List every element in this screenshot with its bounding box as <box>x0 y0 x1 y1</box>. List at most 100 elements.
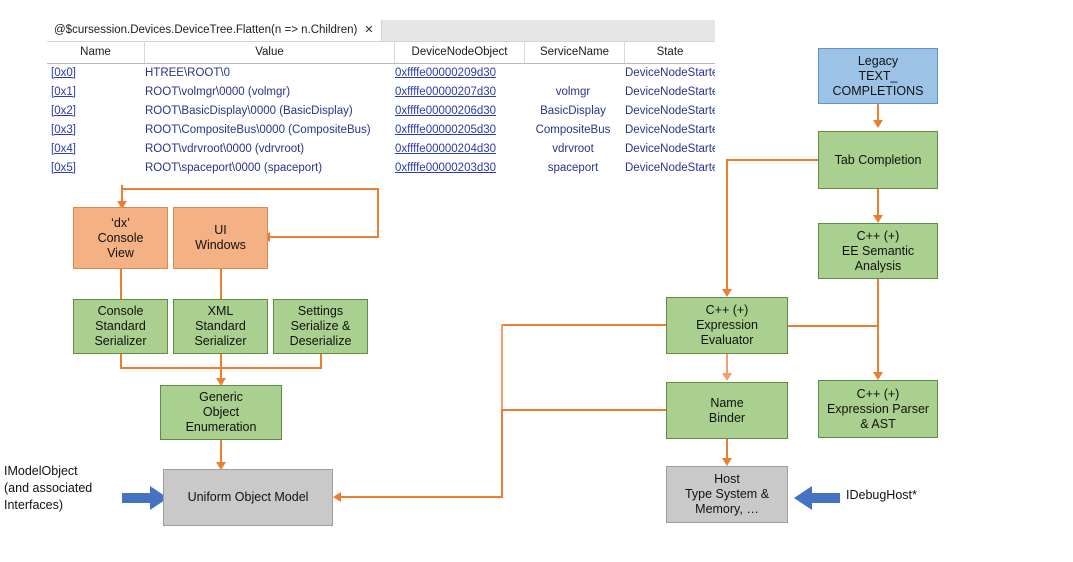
connector-vertical-lower-501 <box>501 409 503 498</box>
connector-legacy-to-tab-completion <box>877 104 879 124</box>
box-dx-console-view[interactable]: ‘dx’ Console View <box>73 207 168 269</box>
cell-name[interactable]: [0x4] <box>51 143 76 155</box>
cell-servicename: spaceport <box>547 162 599 174</box>
box-generic-object-enumeration[interactable]: Generic Object Enumeration <box>160 385 282 440</box>
connector-to-uniform-object-model <box>339 496 502 498</box>
cell-value: ROOT\BasicDisplay\0000 (BasicDisplay) <box>145 105 353 117</box>
line-2: Object <box>202 405 240 419</box>
box-ee-semantic-analysis-label: C++ (+) EE Semantic Analysis <box>823 229 933 274</box>
box-tab-completion-label: Tab Completion <box>834 152 922 167</box>
table-row[interactable]: [0x3] ROOT\CompositeBus\0000 (CompositeB… <box>47 121 715 140</box>
line-3: View <box>107 245 134 260</box>
connector-name-binder-to-host <box>726 439 728 463</box>
arrowhead-tab-completion <box>873 120 883 128</box>
line-1: ‘dx’ <box>111 215 130 230</box>
cell-devicenodeobject[interactable]: 0xffffe00000206d30 <box>395 105 497 117</box>
cell-devicenodeobject[interactable]: 0xffffe00000209d30 <box>395 67 497 79</box>
table-row[interactable]: [0x5] ROOT\spaceport\0000 (spaceport) 0x… <box>47 159 715 178</box>
line-2: Windows <box>195 238 246 252</box>
column-header-state[interactable]: State <box>656 46 684 58</box>
box-ui-windows[interactable]: UI Windows <box>173 207 268 269</box>
tab-label: @$cursession.Devices.DeviceTree.Flatten(… <box>54 24 358 36</box>
table-row[interactable]: [0x4] ROOT\vdrvroot\0000 (vdrvroot) 0xff… <box>47 140 715 159</box>
box-console-standard-serializer[interactable]: Console Standard Serializer <box>73 299 168 354</box>
cell-devicenodeobject[interactable]: 0xffffe00000207d30 <box>395 86 497 98</box>
table-row[interactable]: [0x2] ROOT\BasicDisplay\0000 (BasicDispl… <box>47 102 715 121</box>
line-2: Standard <box>95 319 146 333</box>
box-ui-windows-label: UI Windows <box>178 223 263 253</box>
arrowhead-generic-object-enumeration <box>216 378 226 386</box>
box-host-type-system-label: Host Type System & Memory, … <box>671 472 783 517</box>
line-1: C++ (+) <box>856 386 900 401</box>
box-tab-completion[interactable]: Tab Completion <box>818 131 938 189</box>
cell-state: DeviceNodeStarted (776) <box>625 124 715 136</box>
cell-value: ROOT\spaceport\0000 (spaceport) <box>145 162 323 174</box>
connector-expression-evaluator-to-name-binder <box>726 354 728 377</box>
cell-servicename: CompositeBus <box>535 124 611 136</box>
arrowhead-expression-parser <box>873 372 883 380</box>
arrowhead-host <box>722 458 732 466</box>
column-header-servicename[interactable]: ServiceName <box>525 42 625 63</box>
box-uniform-object-model[interactable]: Uniform Object Model <box>163 469 333 526</box>
line-1: Legacy <box>857 53 899 68</box>
cell-name[interactable]: [0x2] <box>51 105 76 117</box>
line-2: EE Semantic <box>841 243 915 258</box>
cell-devicenodeobject[interactable]: 0xffffe00000205d30 <box>395 124 497 136</box>
tab-strip: @$cursession.Devices.DeviceTree.Flatten(… <box>47 20 715 41</box>
line-1: Generic <box>199 390 243 404</box>
close-icon[interactable]: ✕ <box>364 24 374 36</box>
cell-name[interactable]: [0x5] <box>51 162 76 174</box>
cell-name[interactable]: [0x1] <box>51 86 76 98</box>
cell-devicenodeobject[interactable]: 0xffffe00000204d30 <box>395 143 497 155</box>
box-host-type-system[interactable]: Host Type System & Memory, … <box>666 466 788 523</box>
line-2: Expression <box>696 318 758 332</box>
box-xml-standard-serializer-label: XML Standard Serializer <box>178 304 263 349</box>
connector-dx-to-console-serializer <box>120 269 122 300</box>
arrowhead-ee-semantic-analysis <box>873 215 883 223</box>
line-2: Standard <box>195 319 246 333</box>
box-legacy-text-completions[interactable]: Legacy TEXT_ COMPLETIONS <box>818 48 938 104</box>
box-dx-console-view-label: ‘dx’ Console View <box>78 216 163 261</box>
line-2: Console <box>97 230 144 245</box>
connector-vertical-upper-501 <box>501 324 503 410</box>
column-header-name[interactable]: Name <box>47 42 145 63</box>
connector-console-serializer-down <box>120 353 122 369</box>
cell-name[interactable]: [0x3] <box>51 124 76 136</box>
box-settings-serialize-deserialize[interactable]: Settings Serialize & Deserialize <box>273 299 368 354</box>
line-1: Name <box>710 395 744 410</box>
box-ee-semantic-analysis[interactable]: C++ (+) EE Semantic Analysis <box>818 223 938 279</box>
connector-to-ui-windows <box>267 236 378 238</box>
table-row[interactable]: [0x1] ROOT\volmgr\0000 (volmgr) 0xffffe0… <box>47 83 715 102</box>
connector-table-to-dx-vertical <box>121 185 123 190</box>
idebughost-arrow-icon <box>794 486 840 510</box>
column-header-value[interactable]: Value <box>145 42 395 63</box>
cell-value: ROOT\vdrvroot\0000 (vdrvroot) <box>145 143 305 155</box>
connector-settings-serializer-down <box>320 353 322 369</box>
line-3: Memory, … <box>695 502 759 516</box>
line-3: Interfaces) <box>4 498 64 512</box>
cell-state: DeviceNodeStarted (776) <box>625 162 715 174</box>
connector-tab-completion-left <box>727 159 819 161</box>
box-name-binder[interactable]: Name Binder <box>666 382 788 439</box>
line-3: Serializer <box>194 334 247 348</box>
line-3: Deserialize <box>289 334 352 348</box>
box-expression-parser-ast[interactable]: C++ (+) Expression Parser & AST <box>818 380 938 438</box>
box-xml-standard-serializer[interactable]: XML Standard Serializer <box>173 299 268 354</box>
line-3: Serializer <box>94 334 147 348</box>
tab-devicetree-query[interactable]: @$cursession.Devices.DeviceTree.Flatten(… <box>47 20 382 41</box>
line-1: C++ (+) <box>856 228 900 243</box>
column-header-devicenodeobject[interactable]: DeviceNodeObject <box>395 42 525 63</box>
cell-name[interactable]: [0x0] <box>51 67 76 79</box>
connector-tab-completion-to-ee-semantic <box>877 189 879 219</box>
line-2: (and associated <box>4 481 93 495</box>
box-settings-serialize-deserialize-label: Settings Serialize & Deserialize <box>278 304 363 349</box>
line-1: C++ (+) <box>705 303 749 317</box>
box-legacy-text-completions-label: Legacy TEXT_ COMPLETIONS <box>823 54 933 99</box>
connector-generic-enum-to-uom <box>220 439 222 467</box>
box-expression-evaluator[interactable]: C++ (+) Expression Evaluator <box>666 297 788 354</box>
table-row[interactable]: [0x0] HTREE\ROOT\0 0xffffe00000209d30 De… <box>47 64 715 83</box>
cell-devicenodeobject[interactable]: 0xffffe00000203d30 <box>395 162 497 174</box>
cell-servicename: BasicDisplay <box>540 105 606 117</box>
line-1: Console <box>97 304 144 318</box>
